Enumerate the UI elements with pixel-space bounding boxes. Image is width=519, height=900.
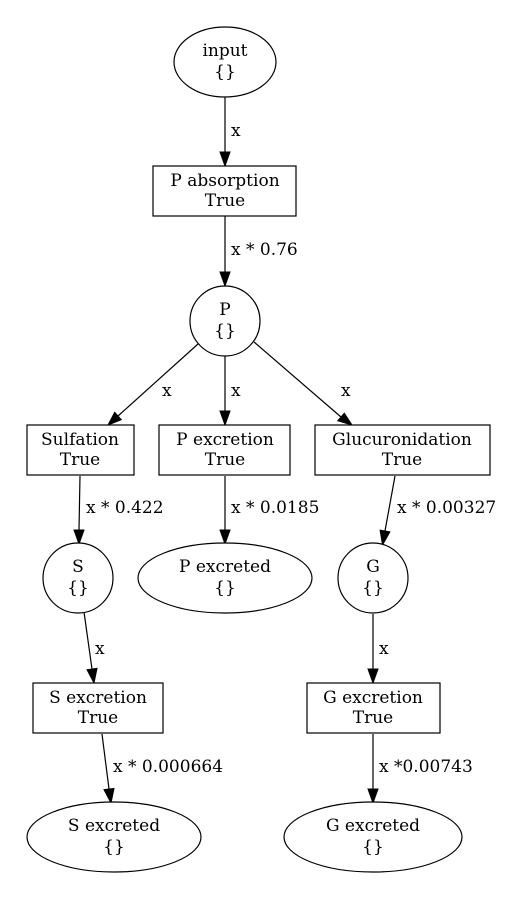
edge-p-to-sulfation: x	[106, 343, 199, 426]
node-p-absorption: P absorption True	[152, 165, 297, 217]
edge-p-to-glucuronidation: x	[253, 341, 354, 426]
edge-g-to-g-excretion: x	[367, 614, 389, 685]
node-g-excreted-value: {}	[362, 837, 384, 857]
node-g-value: {}	[362, 578, 384, 598]
node-g-label: G	[366, 557, 380, 577]
edge-label-p-excretion-to-p-excreted: x * 0.0185	[231, 498, 319, 518]
edge-s-excretion-to-s-excreted: x * 0.000664	[101, 733, 223, 805]
edge-p-to-p-excretion: x	[219, 356, 241, 427]
node-g-excretion: G excretion True	[306, 682, 441, 734]
node-p-value: {}	[214, 321, 236, 341]
edge-input-to-p-absorption: x	[219, 97, 241, 168]
node-p-excreted-value: {}	[214, 578, 236, 598]
node-s-label: S	[72, 557, 84, 577]
edge-g-excretion-to-g-excreted: x *0.00743	[367, 734, 473, 805]
node-p-absorption-value: True	[205, 191, 245, 211]
node-g: G {}	[337, 542, 409, 614]
edge-sulfation-to-s: x * 0.422	[73, 475, 164, 546]
node-sulfation-value: True	[60, 450, 100, 470]
node-sulfation-label: Sulfation	[41, 430, 119, 450]
node-s-excreted: S excreted {}	[26, 801, 202, 873]
edge-glucuronidation-to-g: x * 0.00327	[379, 475, 496, 547]
node-p: P {}	[189, 285, 261, 357]
edge-label-sulfation-to-s: x * 0.422	[86, 498, 164, 518]
node-g-excretion-value: True	[353, 708, 393, 728]
edge-label-s-to-s-excretion: x	[95, 639, 105, 659]
edge-label-p-to-p-excretion: x	[231, 381, 241, 401]
node-p-excretion: P excretion True	[158, 424, 291, 476]
edge-p-absorption-to-p: x * 0.76	[219, 216, 298, 288]
edge-s-to-s-excretion: x	[83, 611, 105, 685]
edge-label-s-excretion-to-s-excreted: x * 0.000664	[113, 757, 223, 777]
node-s: S {}	[42, 542, 114, 614]
node-p-excretion-label: P excretion	[176, 430, 274, 450]
node-input-value: {}	[214, 62, 236, 82]
node-p-excreted-label: P excreted	[179, 557, 271, 577]
node-input-label: input	[202, 41, 247, 61]
node-p-absorption-label: P absorption	[170, 171, 279, 191]
edge-label-p-absorption-to-p: x * 0.76	[231, 240, 298, 260]
edge-p-excretion-to-p-excreted: x * 0.0185	[219, 476, 319, 546]
node-s-excreted-label: S excreted	[68, 816, 160, 836]
edge-label-p-to-sulfation: x	[162, 381, 172, 401]
edge-label-input-to-p-absorption: x	[231, 121, 241, 141]
edge-label-p-to-glucuronidation: x	[341, 381, 351, 401]
node-glucuronidation-label: Glucuronidation	[332, 430, 472, 450]
node-sulfation: Sulfation True	[26, 424, 135, 476]
edge-label-g-excretion-to-g-excreted: x *0.00743	[379, 757, 473, 777]
node-glucuronidation: Glucuronidation True	[314, 424, 491, 476]
node-p-excretion-value: True	[205, 450, 245, 470]
edge-label-glucuronidation-to-g: x * 0.00327	[397, 498, 496, 518]
node-s-excretion-value: True	[78, 708, 118, 728]
node-s-value: {}	[67, 578, 89, 598]
node-s-excretion: S excretion True	[32, 682, 164, 734]
node-glucuronidation-value: True	[382, 450, 422, 470]
node-s-excreted-value: {}	[103, 837, 125, 857]
node-input: input {}	[173, 26, 277, 98]
node-g-excreted: G excreted {}	[283, 801, 463, 873]
edge-label-g-to-g-excretion: x	[379, 639, 389, 659]
node-s-excretion-label: S excretion	[49, 688, 147, 708]
node-g-excreted-label: G excreted	[326, 816, 420, 836]
node-p-label: P	[219, 300, 230, 320]
node-g-excretion-label: G excretion	[323, 688, 423, 708]
node-p-excreted: P excreted {}	[137, 542, 313, 614]
